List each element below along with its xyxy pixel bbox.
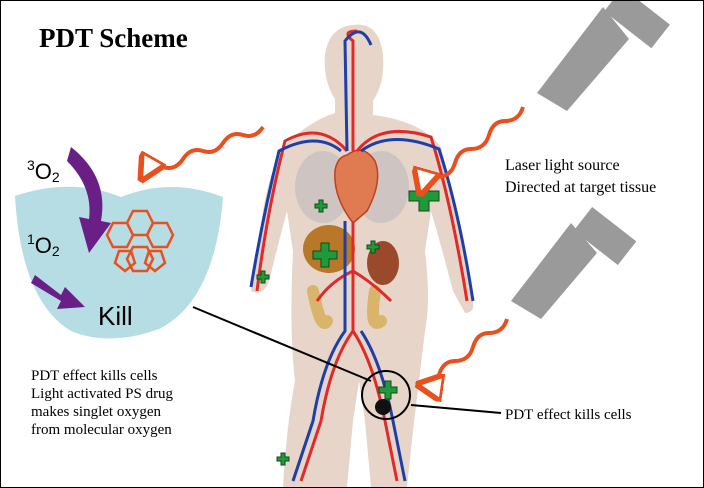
page-title: PDT Scheme xyxy=(39,23,188,53)
triplet-oxygen-label: 3O2 xyxy=(27,157,60,185)
singlet-base: O xyxy=(34,233,52,258)
laser-label-line2: Directed at target tissue xyxy=(505,179,657,196)
human-circulatory-system-icon xyxy=(249,24,475,487)
laser-label: Laser light source Directed at target ti… xyxy=(505,155,656,199)
reaction-arrow-kill xyxy=(31,275,85,309)
effect-line4: from molecular oxygen xyxy=(31,422,172,438)
pointer-line-mechanism xyxy=(192,306,372,382)
laser-device-icon xyxy=(537,1,670,111)
light-wave-icon xyxy=(143,125,265,177)
effect-line1: PDT effect kills cells xyxy=(31,368,158,384)
effect-description: PDT effect kills cells Light activated P… xyxy=(31,367,173,439)
singlet-oxygen-label: 1O2 xyxy=(27,231,60,259)
triplet-subscript: 2 xyxy=(51,169,60,185)
effect-line3: makes singlet oxygen xyxy=(31,404,161,420)
pointer-line-effect xyxy=(410,404,502,414)
singlet-superscript: 1 xyxy=(27,231,35,247)
photosensitizer-molecule-icon xyxy=(105,209,175,273)
reaction-arrow-excitation xyxy=(67,147,111,253)
dead-cell xyxy=(375,399,391,415)
triplet-base: O xyxy=(34,159,52,184)
light-wave-icon xyxy=(421,106,525,191)
laser-device-icon xyxy=(511,206,637,319)
singlet-subscript: 2 xyxy=(51,243,60,259)
light-wave-icon xyxy=(421,318,509,385)
pointer-label: PDT effect kills cells xyxy=(505,407,632,423)
triplet-superscript: 3 xyxy=(27,157,35,173)
laser-label-line1: Laser light source xyxy=(505,157,620,174)
target-circle xyxy=(361,370,411,420)
kill-label: Kill xyxy=(98,301,133,331)
effect-line2: Light activated PS drug xyxy=(31,386,174,402)
